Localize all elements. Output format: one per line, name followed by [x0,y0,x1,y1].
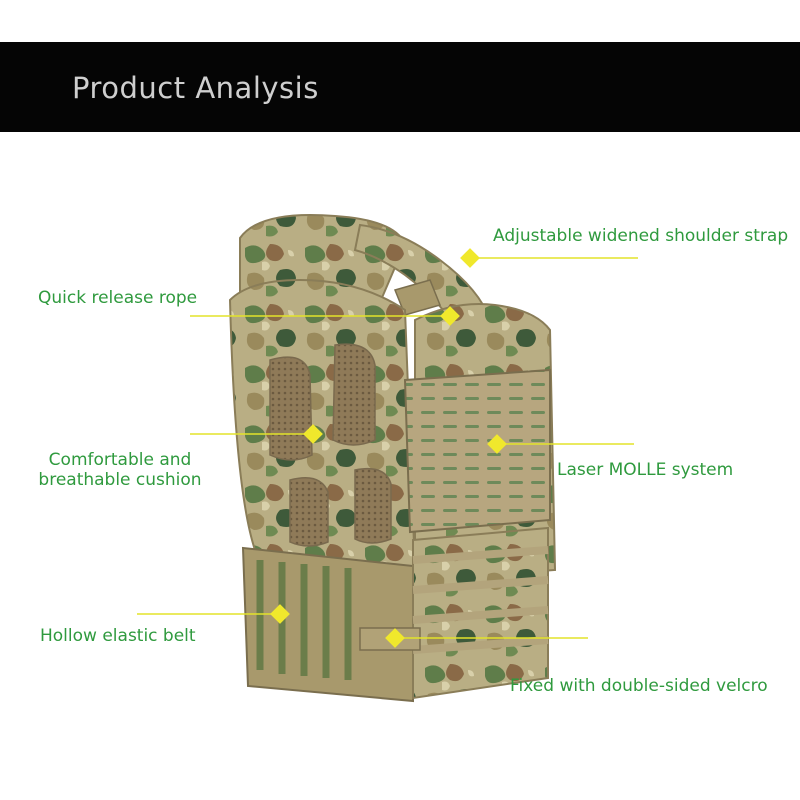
front-panel [403,303,557,582]
label-belt: Hollow elastic belt [40,626,196,646]
label-cushion-line2: breathable cushion [38,470,202,490]
label-quick-release: Quick release rope [38,288,198,308]
header-banner: Product Analysis [0,42,800,132]
label-cushion-line1: Comfortable and [48,450,192,470]
label-molle: Laser MOLLE system [557,460,734,480]
back-panel [228,278,417,572]
elastic-belt [241,526,549,703]
label-cushion: Comfortable and breathable cushion [30,450,210,490]
label-velcro: Fixed with double-sided velcro [510,676,768,696]
label-shoulder-strap: Adjustable widened shoulder strap [493,226,789,246]
callout-lines [137,257,638,639]
callout-dots [270,248,507,648]
page-title: Product Analysis [72,71,319,105]
